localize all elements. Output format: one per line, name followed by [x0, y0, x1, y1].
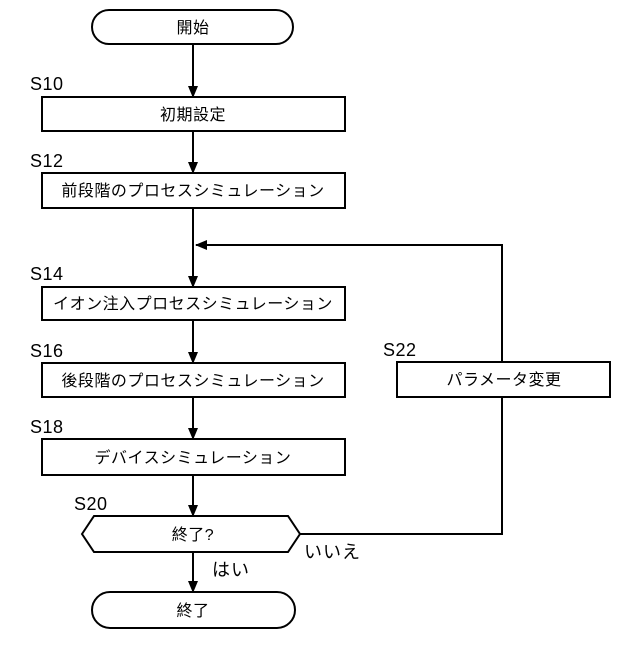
edge-s20-to-s22-no	[300, 397, 503, 535]
node-s12: 前段階のプロセスシミュレーション	[41, 172, 346, 209]
end-terminator-shape	[91, 591, 296, 629]
node-end-label: 終了	[176, 602, 209, 620]
node-s16-label: 後段階のプロセスシミュレーション	[61, 372, 324, 390]
s22-process-shape	[396, 361, 611, 398]
node-s20: 終了?	[80, 515, 302, 553]
node-s16: 後段階のプロセスシミュレーション	[41, 362, 346, 398]
node-s10: 初期設定	[41, 96, 346, 132]
node-s18-label: デバイスシミュレーション	[95, 448, 292, 467]
step-label-s12: S12	[30, 151, 64, 171]
node-s14: イオン注入プロセスシミュレーション	[41, 286, 346, 321]
branch-label-no: いいえ	[304, 542, 361, 562]
start-terminator-shape	[91, 9, 294, 45]
node-s10-label: 初期設定	[160, 106, 226, 124]
node-s20-label: 終了?	[172, 526, 214, 544]
node-s18: デバイスシミュレーション	[41, 438, 346, 476]
node-s14-label: イオン注入プロセスシミュレーション	[53, 295, 333, 313]
step-label-s22: S22	[383, 340, 417, 360]
s12-process-shape	[41, 172, 346, 209]
node-s22-label: パラメータ変更	[446, 371, 561, 389]
node-end: 終了	[91, 591, 296, 629]
edge-s22-to-mainline-feedback	[195, 240, 503, 362]
s16-process-shape	[41, 362, 346, 398]
step-label-s10: S10	[30, 74, 64, 94]
s18-process-shape	[41, 438, 346, 476]
s10-process-shape	[41, 96, 346, 132]
node-start: 開始	[91, 9, 294, 45]
branch-label-yes: はい	[212, 560, 250, 580]
step-label-s14: S14	[30, 264, 64, 284]
node-s12-label: 前段階のプロセスシミュレーション	[61, 182, 324, 200]
step-label-s18: S18	[30, 417, 64, 437]
node-s22: パラメータ変更	[396, 361, 611, 398]
s20-decision-shape	[80, 515, 302, 553]
step-label-s16: S16	[30, 341, 64, 361]
step-label-s20: S20	[74, 494, 108, 514]
node-start-label: 開始	[176, 19, 209, 37]
s14-process-shape	[41, 286, 346, 321]
